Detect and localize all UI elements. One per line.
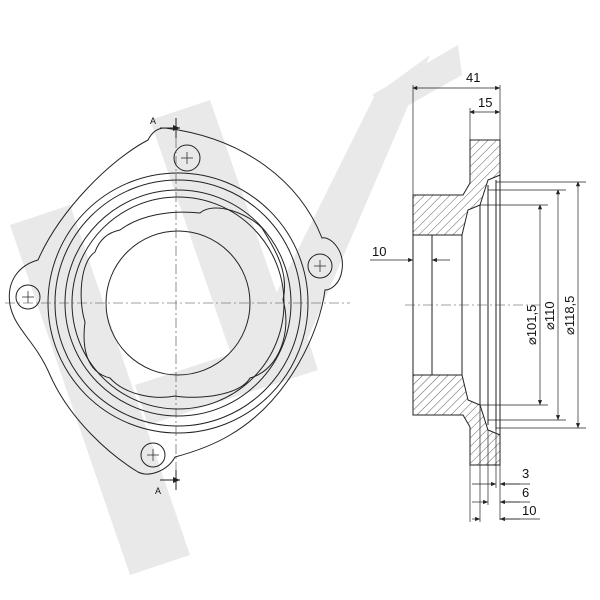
flange-outline [8, 127, 343, 475]
dia-symbol-1: ⌀ [524, 337, 539, 345]
dim-diameters: ⌀101,5 ⌀110 ⌀118,5 [480, 181, 586, 429]
section-mark-bottom: A [155, 470, 180, 496]
bolt-hole-top [173, 144, 201, 172]
front-view: A A [5, 116, 350, 496]
dim-overall-width: 41 [412, 70, 501, 195]
bolt-hole-bottom [140, 442, 166, 468]
dim-3-label: 3 [522, 466, 529, 481]
section-label-bottom: A [155, 486, 161, 496]
section-top-hatch [412, 139, 501, 236]
dim-steps: 3 6 10 [469, 405, 540, 522]
dim-101-label: 101,5 [524, 305, 539, 338]
svg-text:⌀110: ⌀110 [542, 301, 557, 330]
dim-110-label: 110 [542, 301, 557, 322]
bolt-hole-left [15, 284, 41, 310]
dim-10-left-label: 10 [372, 244, 386, 259]
dim-15-label: 15 [478, 95, 492, 110]
section-view: 41 15 10 ⌀101,5 [370, 70, 586, 522]
section-label-top: A [150, 116, 156, 126]
watermark-logo [10, 45, 462, 575]
svg-text:⌀101,5: ⌀101,5 [524, 305, 539, 345]
section-mark-top: A [150, 116, 180, 138]
dim-118-label: 118,5 [562, 296, 577, 328]
section-bottom-hatch [412, 374, 501, 466]
svg-text:⌀118,5: ⌀118,5 [562, 296, 577, 335]
dim-10-bottom-label: 10 [522, 503, 536, 518]
lobed-profile [80, 207, 287, 398]
dim-flange-width: 15 [469, 95, 500, 140]
dia-symbol-3: ⌀ [562, 327, 577, 335]
bore-circle [105, 230, 251, 376]
bolt-hole-right [307, 253, 333, 279]
dim-bore-offset: 10 [370, 244, 450, 263]
dim-41-label: 41 [466, 70, 480, 85]
dia-symbol-2: ⌀ [542, 322, 557, 330]
dim-6-label: 6 [522, 485, 529, 500]
